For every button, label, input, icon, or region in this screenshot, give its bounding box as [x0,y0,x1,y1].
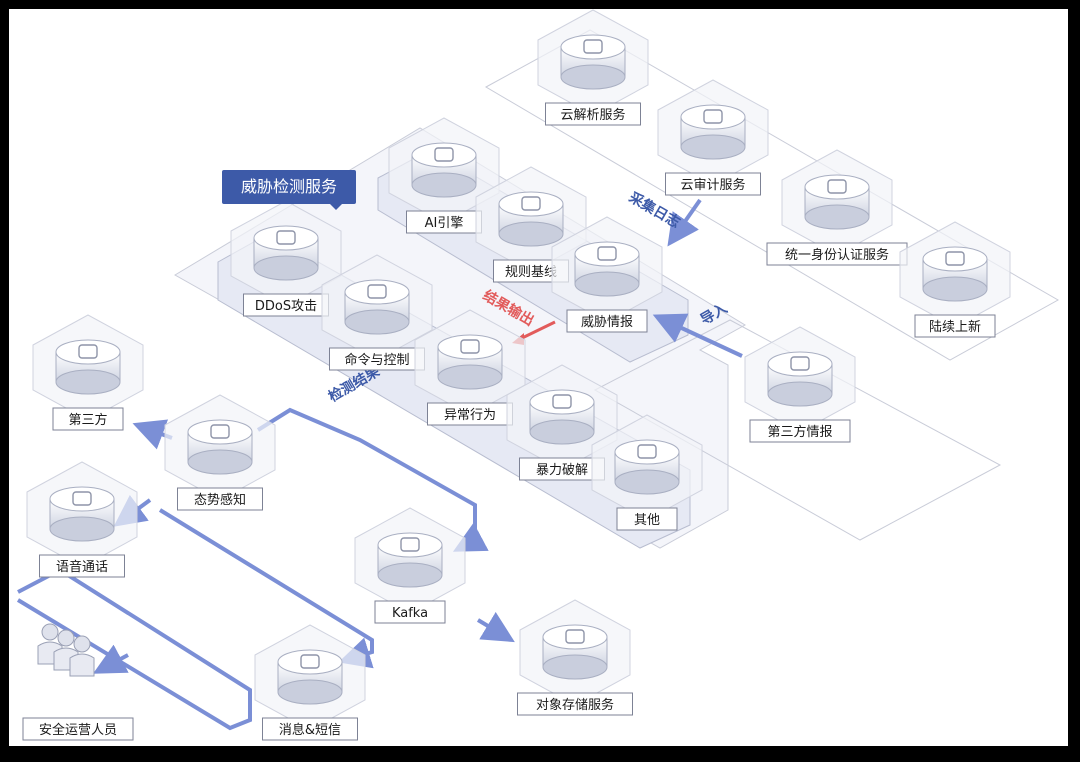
node-label: 异常行为 [444,408,496,423]
shield-chart-icon [210,424,230,439]
node-taishi: 态势感知 [164,394,276,511]
cloud-icon [703,109,723,124]
document-icon [597,246,617,261]
shield-icon [521,196,541,211]
node-label: Kafka [392,606,428,621]
node-label: 对象存储服务 [536,697,614,713]
node-label: 其他 [634,513,660,528]
node-label: 消息&短信 [279,722,341,738]
node-label: 云解析服务 [560,107,625,123]
node-anquan: 安全运营人员 [22,623,134,741]
node-disanfang_qb: 第三方情报 [744,326,856,443]
flow-logs-to-engine [667,198,702,247]
flow-third-intel-to-threat-intel [652,313,743,358]
network-icon [367,284,387,299]
people-icon [37,623,95,677]
ai-chip-icon [434,147,454,162]
node-luxu: 陆续上新 [899,221,1011,338]
node-yunjiexi: 云解析服务 [537,9,649,126]
node-xiaoxi: 消息&短信 [254,624,366,741]
refresh-icon [78,344,98,359]
new-icon [945,251,965,266]
node-label: 第三方 [68,412,107,428]
flow-situation-to-sms [158,508,374,669]
node-label: 陆续上新 [929,319,981,335]
data-icon [790,356,810,371]
flow-kafka-to-storage [476,611,515,643]
storage-cloud-icon [565,629,585,644]
hammer-icon [552,394,572,409]
node-qita: 其他 [591,414,703,531]
node-label: 态势感知 [194,492,246,508]
node-disanfang: 第三方 [32,314,144,431]
node-yunshenji: 云审计服务 [657,79,769,196]
node-label: 命令与控制 [344,352,409,368]
node-duixiang: 对象存储服务 [517,599,633,716]
node-label: 第三方情报 [767,424,832,440]
node-yuyin: 语音通话 [26,461,138,578]
node-label: 云审计服务 [680,177,745,193]
flow-to-operators [92,644,129,674]
rocket-icon [276,230,296,245]
node-label: 规则基线 [505,265,557,280]
node-weixie: 威胁情报 [551,216,663,333]
node-kafka: Kafka [354,507,466,624]
node-label: 暴力破解 [536,463,588,478]
result-output-arrow [517,320,556,342]
threat-detection-title: 威胁检测服务 [222,170,356,210]
node-label: 威胁情报 [581,315,633,330]
phone-cloud-icon [72,491,92,506]
node-baoli: 暴力破解 [506,364,618,481]
id-card-icon [827,179,847,194]
message-icon [400,537,420,552]
node-ai: AI引擎 [388,117,500,234]
node-label: 统一身份认证服务 [785,247,889,263]
ellipsis-icon [637,444,657,459]
node-label: DDoS攻击 [255,299,317,314]
flow-detection-result [256,407,489,552]
search-icon [460,339,480,354]
sms-icon [300,654,320,669]
platform-third-party-intel [593,319,1002,541]
node-ddos: DDoS攻击 [230,200,342,317]
globe-icon [583,39,603,54]
node-label: 安全运营人员 [39,722,117,738]
node-label: AI引擎 [425,216,464,231]
node-tongyi: 统一身份认证服务 [766,149,908,266]
node-mingling: 命令与控制 [321,254,433,371]
node-yichang: 异常行为 [414,309,526,426]
node-label: 语音通话 [56,559,108,575]
